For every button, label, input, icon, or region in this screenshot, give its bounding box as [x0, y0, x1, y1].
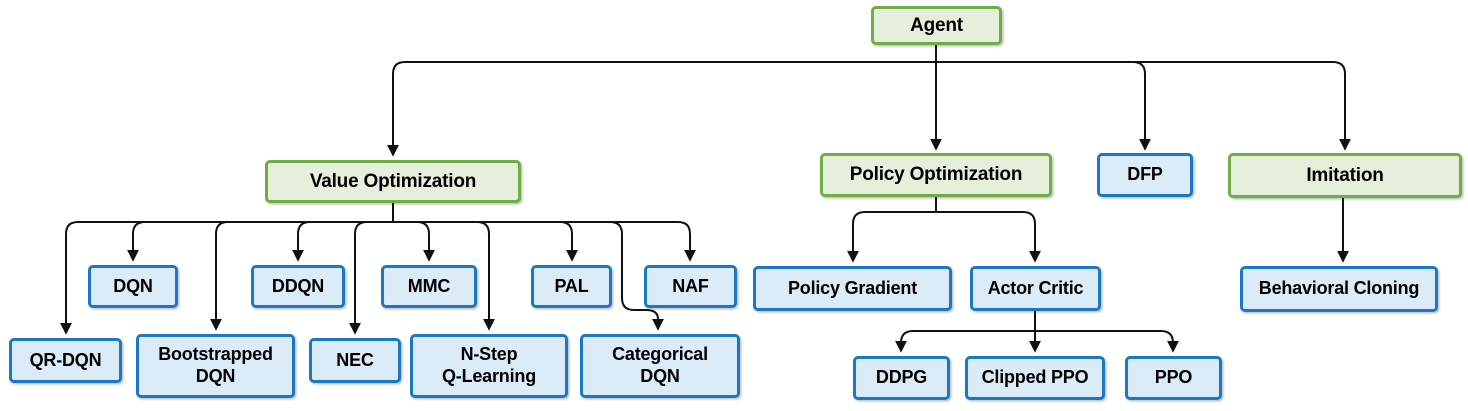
node-agent: Agent — [871, 6, 1002, 45]
edge-vo-bootstrapped-dqn — [210, 221, 393, 331]
node-actor-critic: Actor Critic — [970, 266, 1101, 311]
node-mmc: MMC — [381, 265, 477, 308]
edge-po-actor-critic — [936, 211, 1041, 263]
edge-vo-qr-dqn — [60, 221, 393, 335]
node-ppo: PPO — [1125, 356, 1222, 400]
node-policy-optimization: Policy Optimization — [820, 153, 1052, 197]
node-policy-gradient: Policy Gradient — [753, 266, 952, 311]
edge-vo-pal — [393, 221, 578, 262]
edge-agent-value-optimization — [387, 61, 936, 157]
node-qr-dqn: QR-DQN — [9, 338, 122, 383]
node-ddpg: DDPG — [853, 356, 950, 400]
edge-ac-ppo — [1035, 330, 1179, 353]
node-dqn: DQN — [88, 265, 178, 308]
edge-vo-mmc — [393, 221, 435, 262]
node-categorical-dqn: Categorical DQN — [580, 334, 740, 398]
node-value-optimization: Value Optimization — [265, 160, 521, 203]
node-naf: NAF — [644, 265, 737, 308]
node-bootstrapped-dqn: Bootstrapped DQN — [136, 334, 295, 398]
node-nec: NEC — [309, 338, 401, 383]
node-dfp: DFP — [1097, 153, 1193, 197]
edge-ac-ddpg — [895, 330, 1035, 353]
node-pal: PAL — [531, 265, 612, 308]
node-imitation: Imitation — [1228, 153, 1462, 198]
edge-vo-naf — [393, 221, 696, 262]
edge-agent-imitation — [936, 61, 1351, 151]
edge-vo-ddqn — [292, 221, 393, 262]
edge-agent-dfp — [936, 61, 1151, 151]
node-behavioral-cloning: Behavioral Cloning — [1240, 266, 1438, 312]
edge-po-policy-gradient — [847, 211, 936, 263]
node-n-step-q-learning: N-Step Q-Learning — [410, 334, 568, 398]
edge-vo-nec — [349, 221, 393, 335]
node-ddqn: DDQN — [251, 265, 345, 308]
edge-vo-dqn — [127, 221, 393, 262]
node-clipped-ppo: Clipped PPO — [965, 356, 1105, 400]
edge-vo-categorical-dqn — [393, 221, 664, 331]
